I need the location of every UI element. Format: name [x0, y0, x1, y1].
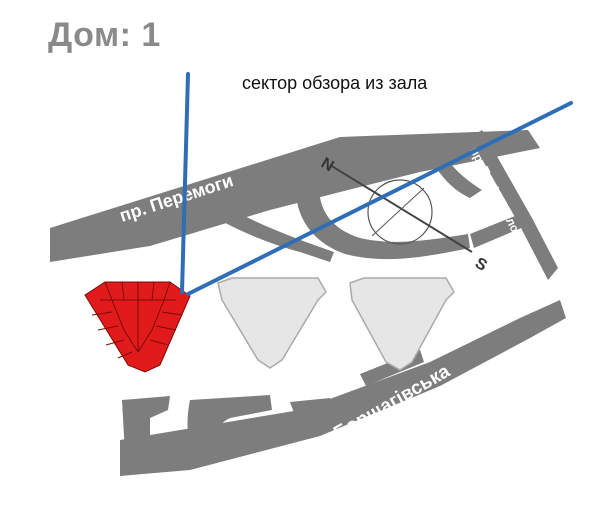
compass-needle: [329, 164, 473, 253]
road-borshchagivska: [120, 300, 566, 476]
road-east-branch: [470, 214, 526, 248]
view-sector-lines: [180, 72, 573, 296]
compass-south-label: S: [472, 255, 490, 275]
road-connector: [205, 204, 334, 262]
page-title: Дом: 1: [48, 16, 161, 54]
highlight-building: [84, 281, 191, 373]
road-lower-middle: [290, 398, 332, 418]
road-povitroflotsky: [470, 130, 558, 280]
road-lower-left: [122, 396, 170, 472]
building-grey-2: [349, 277, 455, 371]
road-peremogy: [50, 130, 540, 262]
road-ramp-loop: [295, 158, 470, 260]
road-network: [50, 130, 566, 476]
view-line-diagonal: [186, 101, 573, 296]
other-buildings: [217, 277, 455, 371]
view-sector-label: сектор обзора из зала: [242, 73, 428, 93]
view-line-vertical: [180, 72, 190, 294]
building-grey-1: [217, 277, 327, 369]
road-lower-curve: [187, 395, 272, 456]
road-label-povitroflotsky: пр. Повітрофлотський: [467, 145, 540, 270]
compass-circle: [367, 179, 433, 245]
